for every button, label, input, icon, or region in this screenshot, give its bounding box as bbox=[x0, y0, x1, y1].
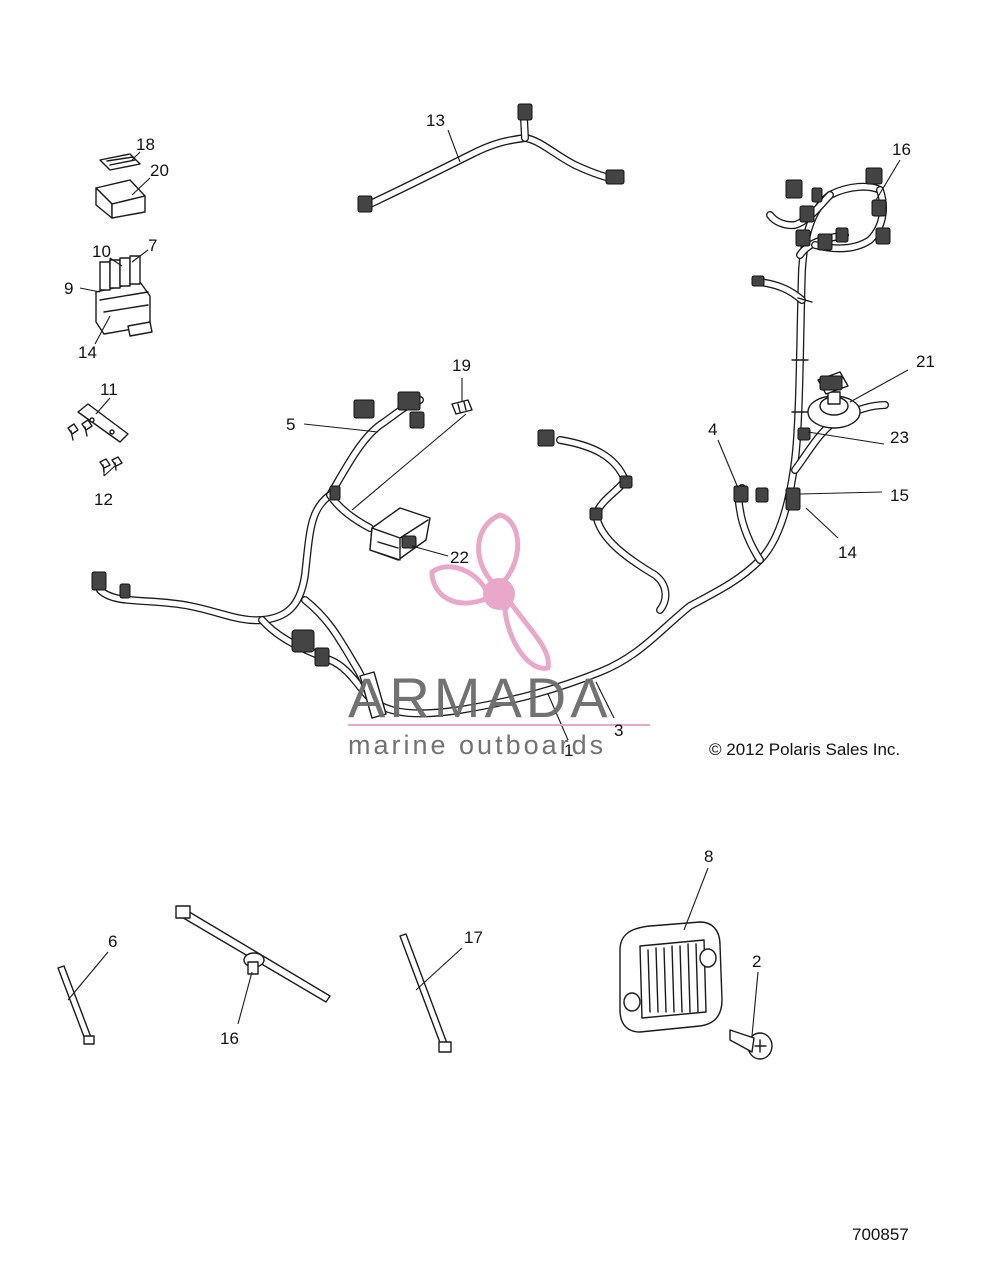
callout-7: 7 bbox=[148, 236, 157, 255]
callout-16-tie: 16 bbox=[220, 1029, 239, 1048]
callout-21: 21 bbox=[916, 352, 935, 371]
callout-19: 19 bbox=[452, 356, 471, 375]
callout-22: 22 bbox=[450, 548, 469, 567]
copyright-notice: © 2012 Polaris Sales Inc. bbox=[709, 740, 901, 759]
callout-12: 12 bbox=[94, 490, 113, 509]
fuse-label-18 bbox=[99, 153, 141, 171]
callout-18: 18 bbox=[136, 135, 155, 154]
callout-8: 8 bbox=[704, 847, 713, 866]
harness-13 bbox=[357, 103, 625, 213]
control-module-22 bbox=[369, 507, 431, 561]
callout-17: 17 bbox=[464, 928, 483, 947]
connector-19 bbox=[451, 399, 473, 415]
callout-6: 6 bbox=[108, 932, 117, 951]
propeller-logo bbox=[429, 512, 551, 671]
callout-11: 11 bbox=[100, 380, 118, 399]
leader-lines bbox=[67, 129, 909, 1037]
cable-tie-6 bbox=[57, 965, 95, 1045]
push-tie-16 bbox=[175, 905, 331, 1003]
fuse-box-cover-20 bbox=[95, 179, 146, 219]
main-harness bbox=[91, 167, 891, 719]
callout-3: 3 bbox=[614, 721, 623, 740]
callout-15: 15 bbox=[890, 486, 909, 505]
callout-9: 9 bbox=[64, 279, 73, 298]
callout-4: 4 bbox=[708, 420, 717, 439]
regulator-8 bbox=[619, 921, 723, 1033]
fuse-block-assembly bbox=[95, 255, 153, 337]
callout-2: 2 bbox=[752, 952, 761, 971]
watermark-subtitle: marine outboards bbox=[348, 730, 606, 760]
callout-1: 1 bbox=[564, 741, 573, 760]
cable-tie-17 bbox=[399, 933, 452, 1053]
watermark: ARMADA marine outboards bbox=[348, 512, 650, 760]
mounting-bracket-11 bbox=[67, 403, 129, 443]
drawing-number: 700857 bbox=[852, 1225, 909, 1244]
callout-5: 5 bbox=[286, 415, 295, 434]
callout-14-fuse: 14 bbox=[78, 343, 97, 362]
callout-labels: 18 20 10 7 9 14 11 12 13 16 19 5 22 4 21… bbox=[64, 111, 935, 1048]
callout-13: 13 bbox=[426, 111, 445, 130]
callout-23: 23 bbox=[890, 428, 909, 447]
callout-14-harness: 14 bbox=[838, 543, 857, 562]
callout-16-harness: 16 bbox=[892, 140, 911, 159]
callout-10: 10 bbox=[92, 242, 111, 261]
watermark-title: ARMADA bbox=[348, 666, 612, 729]
callout-20: 20 bbox=[150, 161, 169, 180]
grommet-21 bbox=[807, 371, 861, 429]
screw-2 bbox=[729, 1029, 773, 1060]
